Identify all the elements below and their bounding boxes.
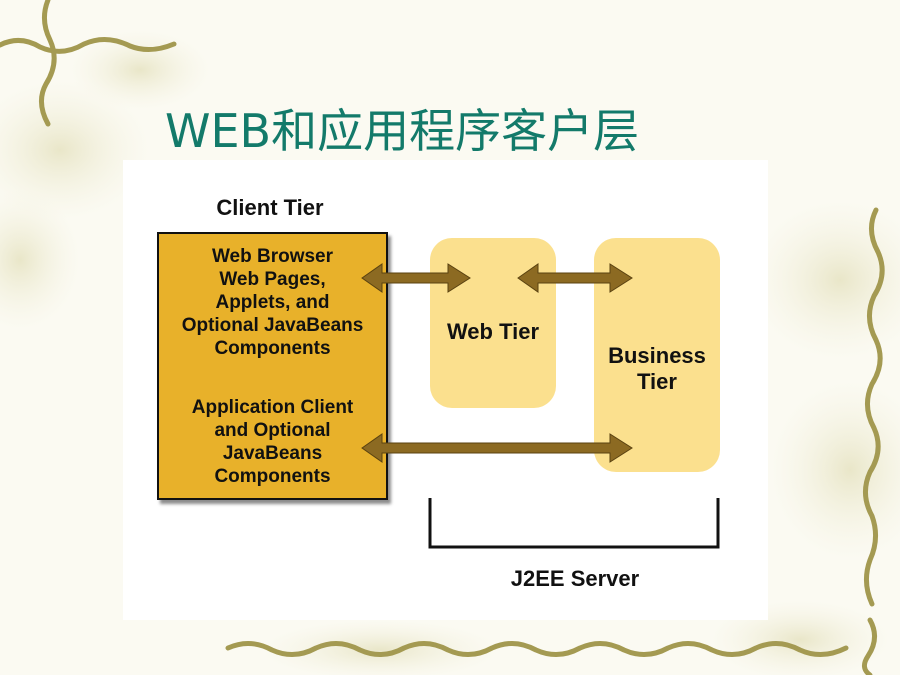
blossom-right bbox=[750, 200, 900, 360]
business-tier-line: Tier bbox=[637, 369, 677, 394]
client-line: Applets, and bbox=[215, 292, 330, 313]
client-line: Web Browser bbox=[211, 246, 334, 267]
client-line: Application Client bbox=[191, 397, 354, 418]
arrow-client-to-web-tier bbox=[361, 263, 471, 293]
client-group-web-browser: Web Browser Web Pages, Applets, and Opti… bbox=[160, 245, 385, 360]
web-tier-label: Web Tier bbox=[446, 319, 540, 344]
client-group-application-client: Application Client and Optional JavaBean… bbox=[160, 396, 385, 488]
vine-right bbox=[863, 207, 885, 607]
blossom-right-lower bbox=[770, 380, 900, 560]
client-line: and Optional bbox=[214, 420, 331, 441]
slide-title: WEB和应用程序客户层 bbox=[165, 104, 640, 158]
client-line: Components bbox=[214, 338, 331, 359]
vine-corner bbox=[862, 617, 877, 675]
vine-left bbox=[39, 0, 57, 127]
client-tier-box bbox=[157, 232, 388, 500]
blossom-bottom bbox=[260, 620, 500, 675]
blossom-top bbox=[70, 30, 210, 110]
arrow-web-to-business-tier bbox=[517, 263, 633, 293]
vine-top bbox=[0, 37, 177, 54]
blossom-top-left bbox=[0, 80, 150, 220]
vine-bottom bbox=[225, 641, 849, 657]
j2ee-server-label: J2EE Server bbox=[510, 566, 640, 591]
arrow-app-client-to-business-tier bbox=[361, 433, 633, 463]
j2ee-server-bracket bbox=[428, 498, 720, 549]
business-tier-label: Business Tier bbox=[594, 343, 720, 395]
client-line: Web Pages, bbox=[219, 269, 326, 290]
client-tier-label: Client Tier bbox=[216, 195, 324, 220]
blossom-left bbox=[0, 190, 80, 330]
client-line: JavaBeans bbox=[222, 443, 323, 464]
business-tier-line: Business bbox=[608, 343, 706, 368]
client-line: Optional JavaBeans bbox=[181, 315, 364, 336]
client-line: Components bbox=[214, 466, 331, 487]
